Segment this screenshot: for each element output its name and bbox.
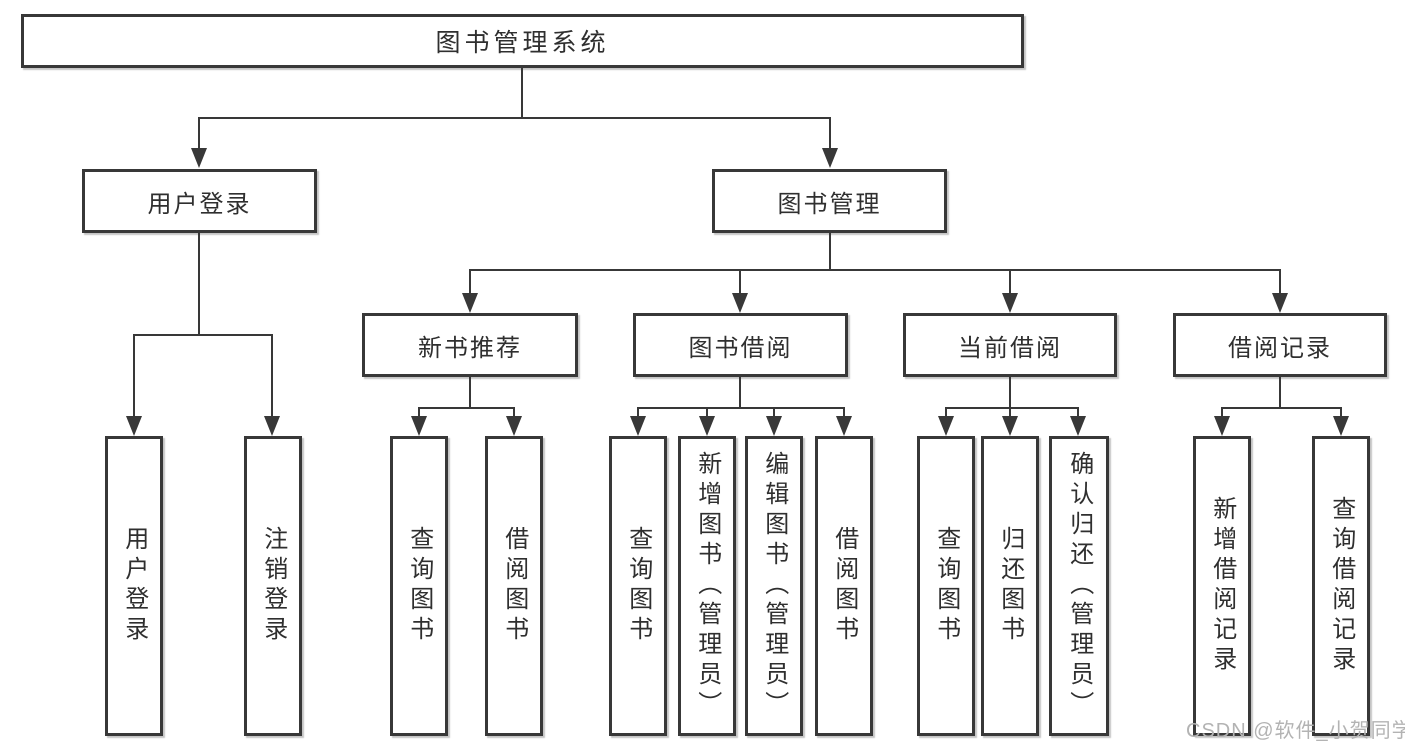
arrowhead-down [732,293,748,313]
connector-rail [946,407,1078,409]
leaf-query-books-borrowing: 查询图书 [609,436,667,736]
node-label: 图书借阅 [688,334,793,362]
connector-book-management-rail [470,269,1280,271]
connector-user-login-rail [133,334,273,336]
connector-drop [469,269,471,293]
leaf-user-login: 用户登录 [105,436,163,736]
connector-drop [637,407,639,416]
arrowhead-down [630,416,646,436]
leaf-edit-book-admin: 编辑图书（管理员） [745,436,803,736]
leaf-label: 编辑图书（管理员） [760,451,788,721]
leaf-label: 查询借阅记录 [1327,496,1355,676]
leaf-logout-login: 注销登录 [244,436,302,736]
leaf-label: 注销登录 [259,526,287,646]
leaf-label: 借阅图书 [830,526,858,646]
node-label: 图书管理 [777,190,882,218]
leaf-label: 新增借阅记录 [1208,496,1236,676]
arrowhead-down [766,416,782,436]
connector-drop [133,334,135,416]
arrowhead-down [191,148,207,168]
arrowhead-down [411,416,427,436]
node-label: 用户登录 [147,190,252,218]
node-book-management: 图书管理 [712,169,947,233]
connector-drop [1009,407,1011,416]
connector-drop [1077,407,1079,416]
arrowhead-down [938,416,954,436]
connector-drop-user-login [198,117,200,148]
connector-drop [945,407,947,416]
connector-drop [271,334,273,416]
arrowhead-down [1070,416,1086,436]
leaf-label: 查询图书 [624,526,652,646]
arrowhead-down [836,416,852,436]
connector-rail [419,407,515,409]
leaf-query-books-current: 查询图书 [917,436,975,736]
node-library-management-system: 图书管理系统 [21,14,1024,68]
leaf-label: 确认归还（管理员） [1065,451,1093,721]
connector-drop [513,407,515,416]
connector-stem [469,377,471,407]
connector-user-login-stem [198,233,200,334]
node-label: 新书推荐 [418,334,522,362]
node-user-login: 用户登录 [82,169,317,233]
leaf-label: 查询图书 [405,526,433,646]
leaf-label: 归还图书 [996,526,1024,646]
leaf-query-books-recommend: 查询图书 [390,436,448,736]
connector-book-management-stem [829,233,831,269]
connector-drop-book-management [829,117,831,148]
connector-stem [1279,377,1281,407]
leaf-add-book-admin: 新增图书（管理员） [678,436,736,736]
connector-stem [1009,377,1011,407]
arrowhead-down [1002,293,1018,313]
connector-drop [706,407,708,416]
node-book-borrowing: 图书借阅 [633,313,848,377]
arrowhead-down [264,416,280,436]
connector-drop [418,407,420,416]
node-label: 借阅记录 [1228,334,1332,362]
leaf-borrow-books-borrowing: 借阅图书 [815,436,873,736]
node-label: 当前借阅 [958,334,1062,362]
connector-stem [739,377,741,407]
connector-rail [1222,407,1341,409]
leaf-borrow-books-recommend: 借阅图书 [485,436,543,736]
leaf-label: 查询图书 [932,526,960,646]
arrowhead-down [699,416,715,436]
arrowhead-down [1333,416,1349,436]
node-borrowing-records: 借阅记录 [1173,313,1387,377]
node-label: 图书管理系统 [435,29,610,57]
arrowhead-down [822,148,838,168]
arrowhead-down [506,416,522,436]
connector-drop [773,407,775,416]
connector-drop [1279,269,1281,293]
node-current-borrowing: 当前借阅 [903,313,1117,377]
arrowhead-down [1214,416,1230,436]
leaf-label: 新增图书（管理员） [693,451,721,721]
connector-drop [739,269,741,293]
connector-drop [1009,269,1011,293]
arrowhead-down [1002,416,1018,436]
leaf-return-books: 归还图书 [981,436,1039,736]
connector-drop [843,407,845,416]
connector-drop [1340,407,1342,416]
leaf-confirm-return-admin: 确认归还（管理员） [1049,436,1109,736]
arrowhead-down [462,293,478,313]
arrowhead-down [1272,293,1288,313]
csdn-watermark: CSDN @软件_小贺同学 [1186,720,1405,742]
arrowhead-down [126,416,142,436]
connector-root-stem [521,68,523,117]
connector-rail [638,407,844,409]
leaf-query-borrowing-record: 查询借阅记录 [1312,436,1370,736]
leaf-label: 借阅图书 [500,526,528,646]
connector-drop [1221,407,1223,416]
node-new-book-recommendation: 新书推荐 [362,313,578,377]
leaf-add-borrowing-record: 新增借阅记录 [1193,436,1251,736]
connector-root-rail [198,117,831,119]
leaf-label: 用户登录 [120,526,148,646]
